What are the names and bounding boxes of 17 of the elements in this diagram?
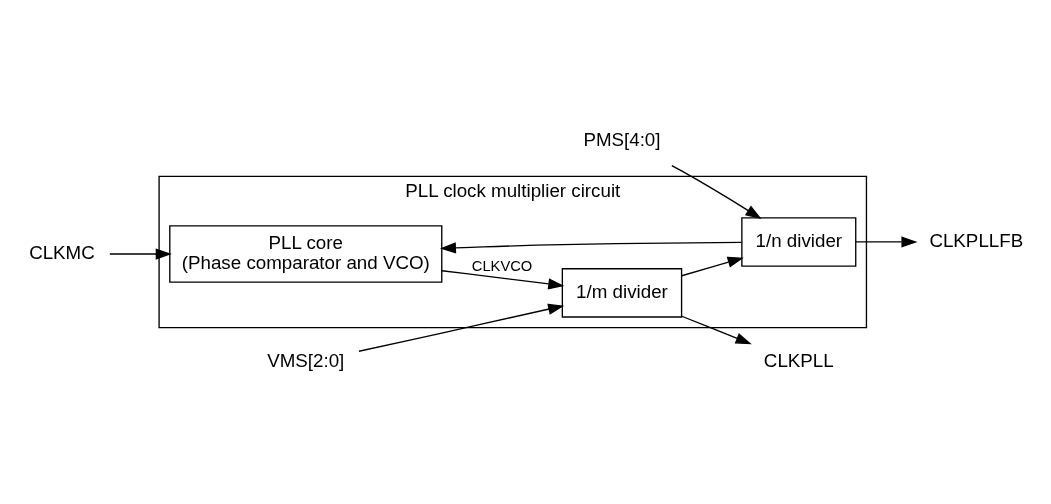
node-box: 1/m divider — [561, 268, 683, 318]
arrow — [109, 248, 172, 260]
node-text: PMS[4:0] — [583, 129, 661, 151]
node-text: VMS[2:0] — [267, 350, 345, 372]
arrow — [439, 241, 743, 254]
node-box: PLL core (Phase comparator and VCO) — [169, 225, 443, 283]
arrow — [681, 256, 744, 277]
arrow — [671, 164, 762, 219]
edge-label: CLKVCO — [471, 258, 533, 275]
node-box: 1/n divider — [741, 217, 857, 267]
arrow — [855, 236, 918, 248]
node-text: CLKMC — [29, 241, 95, 263]
arrow — [681, 315, 752, 345]
node-text: CLKPLL — [763, 350, 834, 372]
arrow — [441, 270, 565, 290]
arrow — [358, 303, 565, 352]
node-text: CLKPLLFB — [929, 229, 1024, 251]
